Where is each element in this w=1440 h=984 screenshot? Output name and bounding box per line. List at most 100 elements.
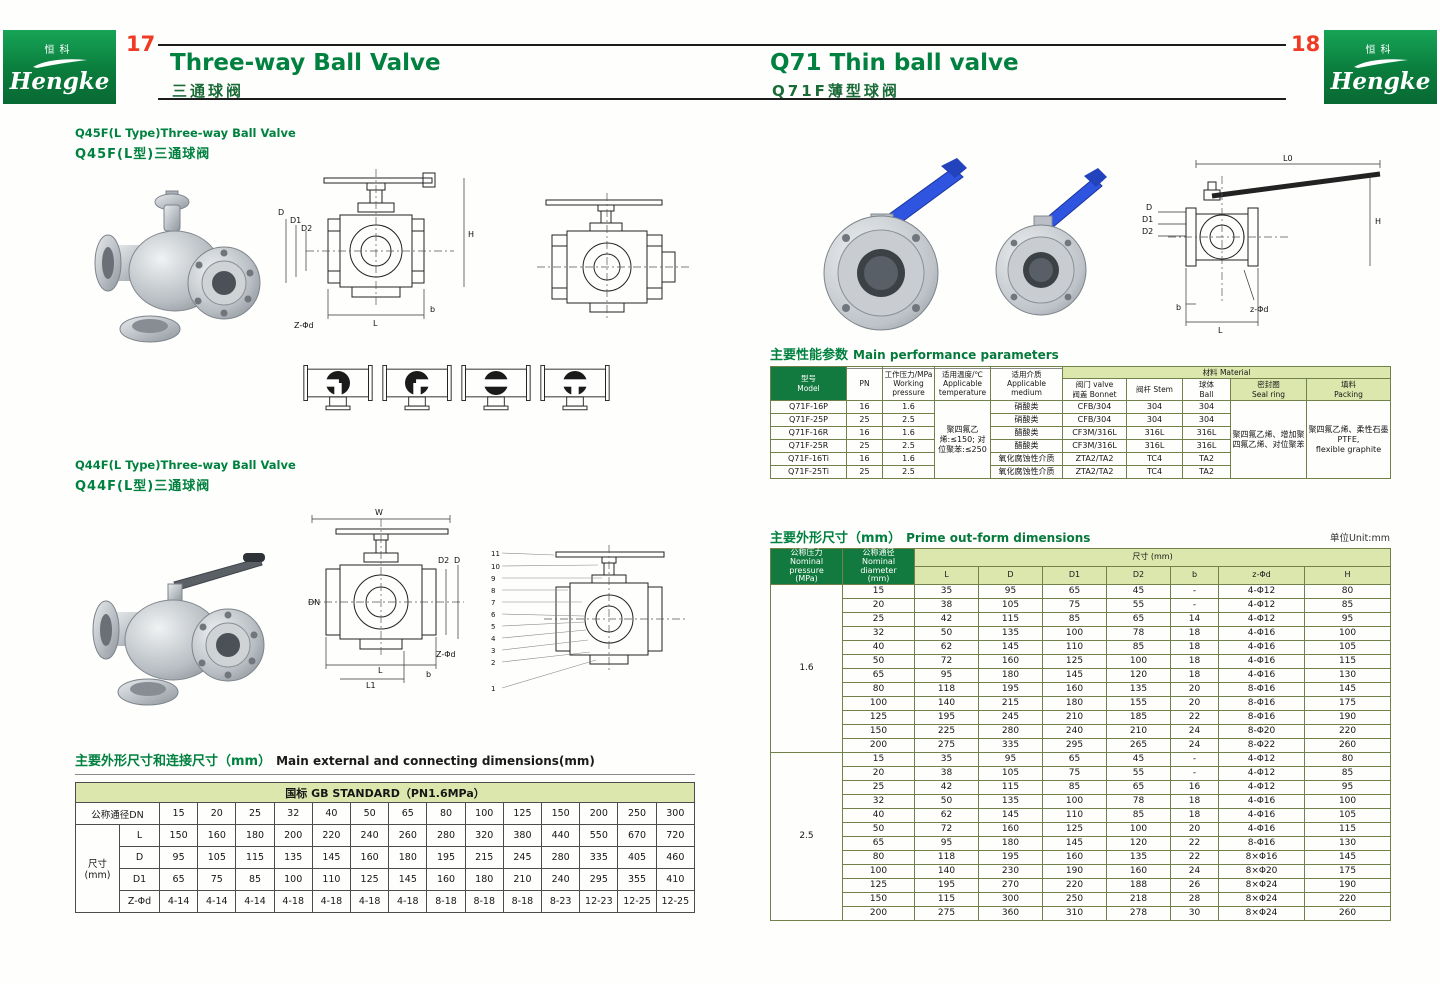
L-value: 225 — [914, 724, 979, 740]
D-value: 105 — [978, 598, 1043, 614]
D2-value: 188 — [1106, 878, 1171, 894]
dim-label-D: D — [1146, 203, 1152, 212]
col-bonnet-line2: 阀盖 Bonnet — [1072, 389, 1117, 399]
b-value: 28 — [1170, 892, 1219, 908]
col-stem: 阀杆 Stem — [1126, 378, 1183, 402]
dn-value: 200 — [842, 906, 915, 922]
H-value: 105 — [1303, 640, 1392, 656]
pressure-value: 2.5 — [882, 413, 935, 428]
ball-value: 304 — [1182, 413, 1231, 428]
dimension-value: 105 — [197, 846, 237, 869]
H-value: 130 — [1303, 836, 1392, 852]
col-medium: 适用介质 Applicable medium — [990, 365, 1063, 402]
pressure-value: 2.5 — [882, 465, 935, 480]
D1-value: 100 — [1042, 626, 1107, 642]
dimension-value: 4-14 — [158, 890, 199, 913]
dn-value: 65 — [842, 836, 915, 852]
dimension-value: 320 — [464, 824, 504, 847]
pn-value: 25 — [846, 465, 883, 480]
bonnet-value: CF3M/316L — [1062, 439, 1127, 454]
col-D1: D1 — [1042, 566, 1107, 586]
dimension-value: 295 — [579, 868, 619, 891]
dn-value: 40 — [842, 808, 915, 824]
D2-value: 120 — [1106, 668, 1171, 684]
H-value: 260 — [1303, 906, 1392, 922]
col-working-pressure: 工作压力/MPa Working pressure — [882, 365, 935, 402]
b-value: 22 — [1170, 850, 1219, 866]
dim-label-D2: D2 — [1142, 227, 1153, 236]
D2-value: 100 — [1106, 654, 1171, 670]
dimension-value: 150 — [158, 824, 199, 847]
L-value: 195 — [914, 710, 979, 726]
D1-value: 85 — [1042, 780, 1107, 796]
leaf-icon — [32, 59, 87, 68]
pressure-group: 1.6 — [770, 584, 843, 754]
D-value: 195 — [978, 850, 1043, 866]
col-nominal-diameter: 公称通径 Nominal diameter (mm) — [842, 547, 915, 586]
left-page-subtitle: 三通球阀 — [172, 82, 245, 100]
q71-valve-photo-front — [823, 158, 967, 331]
D2-value: 65 — [1106, 612, 1171, 628]
dn-value: 200 — [579, 802, 619, 825]
stem-value: TC4 — [1126, 452, 1183, 467]
stem-value: 316L — [1126, 426, 1183, 441]
b-value: 24 — [1170, 738, 1219, 754]
b-value: 24 — [1170, 724, 1219, 740]
L-value: 35 — [914, 584, 979, 600]
row-label: L — [119, 824, 160, 847]
medium-value: 硝酸类 — [990, 400, 1063, 415]
b-value: 26 — [1170, 878, 1219, 894]
outline-dimensions-table: 公称压力 Nominal pressure (MPa) 公称通径 Nominal… — [770, 547, 1392, 922]
dimension-value: 8-18 — [502, 890, 543, 913]
pressure-group: 2.5 — [770, 752, 843, 922]
D2-value: 278 — [1106, 906, 1171, 922]
zd-value: 8-Φ16 — [1218, 682, 1305, 698]
page-number-left: 17 — [126, 32, 156, 56]
bonnet-value: CFB/304 — [1062, 400, 1127, 415]
col-D: D — [978, 566, 1043, 586]
medium-value: 醋酸类 — [990, 439, 1063, 454]
gb-table-title-cn: 主要外形尺寸和连接尺寸（mm） — [75, 754, 272, 769]
D2-value: 78 — [1106, 626, 1171, 642]
q44-valve-photo — [92, 553, 265, 706]
L-value: 50 — [914, 794, 979, 810]
dn-value: 300 — [655, 802, 696, 825]
b-value: 18 — [1170, 668, 1219, 684]
dim-label-b: b — [1176, 303, 1181, 312]
D-value: 95 — [978, 752, 1043, 768]
col-D2: D2 — [1106, 566, 1171, 586]
zd-value: 8-Φ16 — [1218, 710, 1305, 726]
D1-value: 180 — [1042, 696, 1107, 712]
dn-value: 80 — [426, 802, 466, 825]
dimension-value: 160 — [426, 868, 466, 891]
dim-label-D1: D1 — [1142, 215, 1153, 224]
dn-value: 20 — [842, 766, 915, 782]
dimension-value: 180 — [388, 846, 428, 869]
dim-label-D: D — [278, 208, 284, 217]
gb-table-title-en: Main external and connecting dimensions(… — [276, 754, 595, 768]
D1-value: 145 — [1042, 668, 1107, 684]
dn-value: 150 — [541, 802, 581, 825]
temperature-note: 聚四氟乙烯:≤150; 对位聚苯:≤250 — [934, 400, 991, 480]
dimension-value: 12-23 — [579, 890, 619, 913]
L-value: 275 — [914, 738, 979, 754]
dimension-value: 145 — [388, 868, 428, 891]
D1-value: 220 — [1042, 878, 1107, 894]
dn-value: 80 — [842, 682, 915, 698]
D1-value: 250 — [1042, 892, 1107, 908]
col-bonnet: 阀门 valve 阀盖 Bonnet — [1062, 378, 1127, 402]
flow-diagram-1 — [303, 365, 373, 411]
col-pressure-unit: (MPa) — [795, 574, 818, 584]
model-value: Q71F-25P — [770, 413, 847, 428]
H-value: 105 — [1303, 808, 1392, 824]
H-value: 130 — [1303, 668, 1392, 684]
dim-label-W: W — [375, 508, 383, 517]
b-value: 20 — [1170, 696, 1219, 712]
